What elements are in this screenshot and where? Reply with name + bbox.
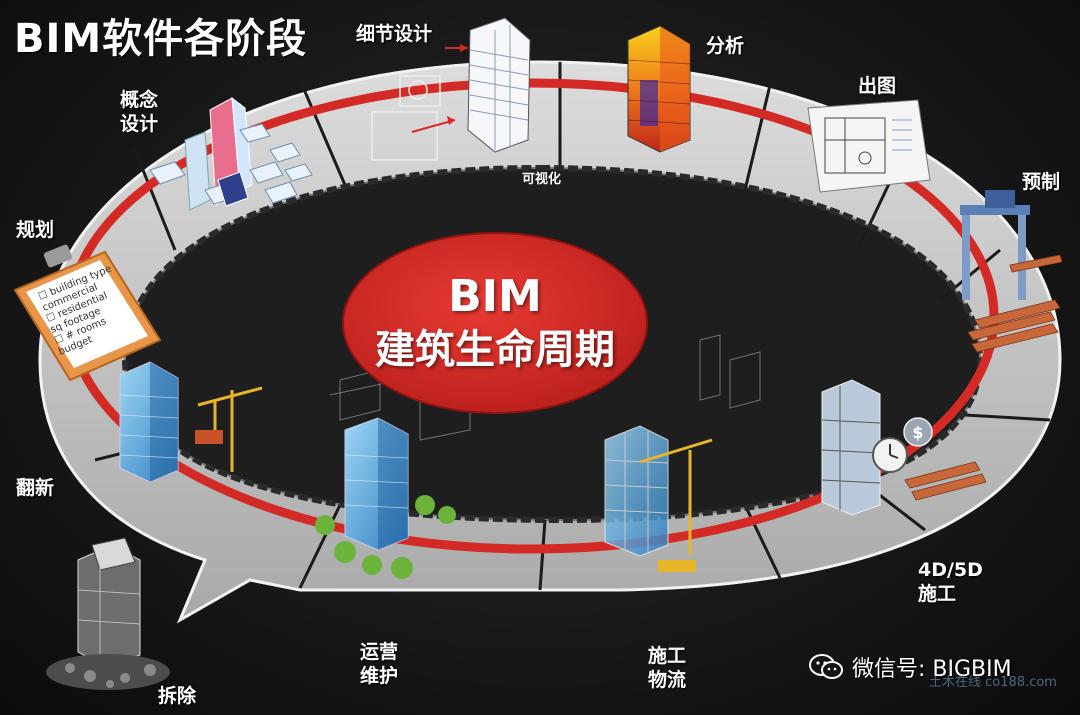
concept-massing-icon: [149, 96, 313, 211]
stage-analysis: 分析: [706, 35, 745, 57]
demolition-rubble-icon: [46, 537, 170, 690]
center-label-bim: BIM: [448, 271, 542, 322]
center-label: BIM 建筑生命周期: [345, 232, 645, 414]
wechat-icon: [809, 654, 843, 679]
construction-4d5d-icon: $: [821, 379, 987, 516]
stage-detail-design: 细节设计: [356, 23, 433, 45]
stage-construction-logistics: 施工 物流: [648, 645, 687, 691]
stage-4d5d-construction: 4D/5D 施工: [918, 559, 983, 605]
drawing-sheet-icon: [807, 99, 931, 193]
stage-planning: 规划: [16, 219, 55, 241]
svg-text:$: $: [912, 423, 923, 442]
page-title: BIM软件各阶段: [14, 16, 308, 62]
operation-building-icon: [315, 417, 456, 579]
center-label-lifecycle: 建筑生命周期: [375, 327, 615, 373]
visualization-label: 可视化: [522, 172, 562, 187]
stage-concept-design: 概念 设计: [120, 89, 159, 135]
site-watermark-logo: 土木在线 co188.com: [929, 675, 1057, 690]
stage-prefabrication: 预制: [1022, 171, 1061, 193]
logistics-construction-icon: [604, 425, 713, 572]
prefab-gantry-icon: [960, 190, 1063, 353]
analysis-heatmap-tower-icon: [627, 25, 691, 153]
stage-renovation: 翻新: [16, 477, 55, 499]
wechat-id-text: 微信号: BIGBIM: [852, 657, 1012, 682]
site-watermark-text: 土木在线 co188.com: [929, 675, 1057, 690]
center-oval: [342, 232, 648, 414]
stage-operation-maintenance: 运营 维护: [360, 641, 399, 687]
renovation-building-icon: [119, 361, 263, 483]
detail-design-tower-icon: [371, 17, 531, 161]
wechat-watermark: 微信号: BIGBIM: [808, 651, 1012, 683]
dollar-coin-icon: [903, 417, 933, 447]
stage-drawing-output: 出图: [858, 75, 897, 97]
stage-demolition: 拆除: [158, 685, 197, 707]
